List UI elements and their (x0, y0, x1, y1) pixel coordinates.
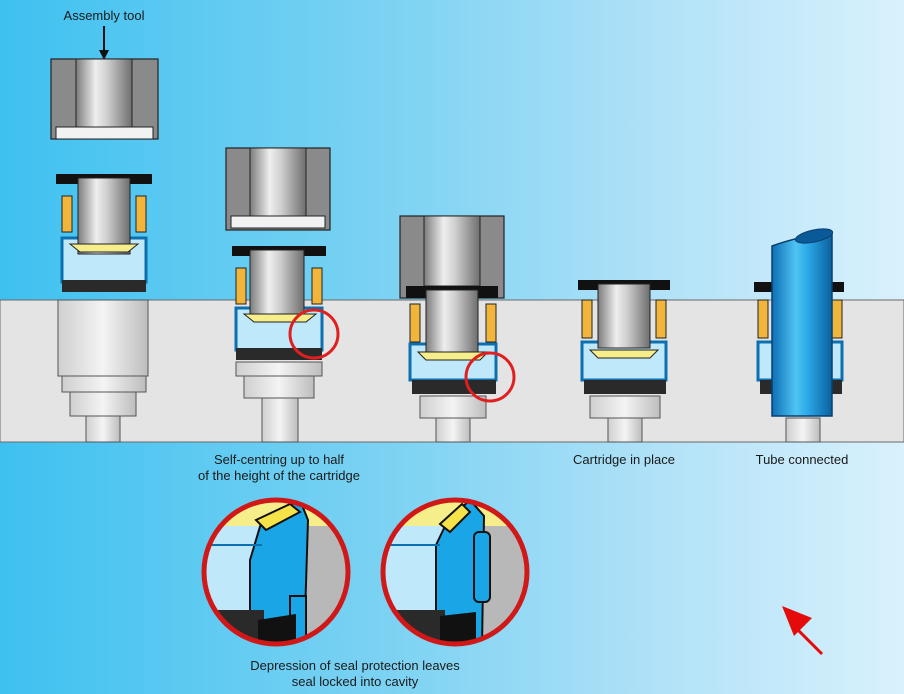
stage-tube-connected (754, 228, 844, 443)
label-cartridge-in-place: Cartridge in place (573, 452, 675, 467)
stage-cartridge-in-place (578, 280, 670, 443)
detail-circle-after (380, 497, 530, 647)
label-tube-connected: Tube connected (755, 452, 849, 467)
stage-pressing (399, 215, 516, 443)
label-depression-1: Depression of seal protection leaves (250, 658, 460, 673)
red-arrow-icon (782, 606, 824, 656)
stage-tool-above (50, 26, 159, 443)
label-self-centring-1: Self-centring up to half (213, 452, 345, 467)
label-depression-2: seal locked into cavity (291, 674, 419, 689)
label-self-centring-2: of the height of the cartridge (198, 468, 360, 483)
tube (771, 231, 833, 417)
highlight-circle (288, 308, 340, 360)
detail-circle-before (201, 497, 351, 647)
stage-self-centring (225, 147, 340, 443)
label-assembly-tool: Assembly tool (63, 8, 145, 23)
highlight-circle (464, 351, 516, 403)
cartridge (56, 174, 152, 292)
